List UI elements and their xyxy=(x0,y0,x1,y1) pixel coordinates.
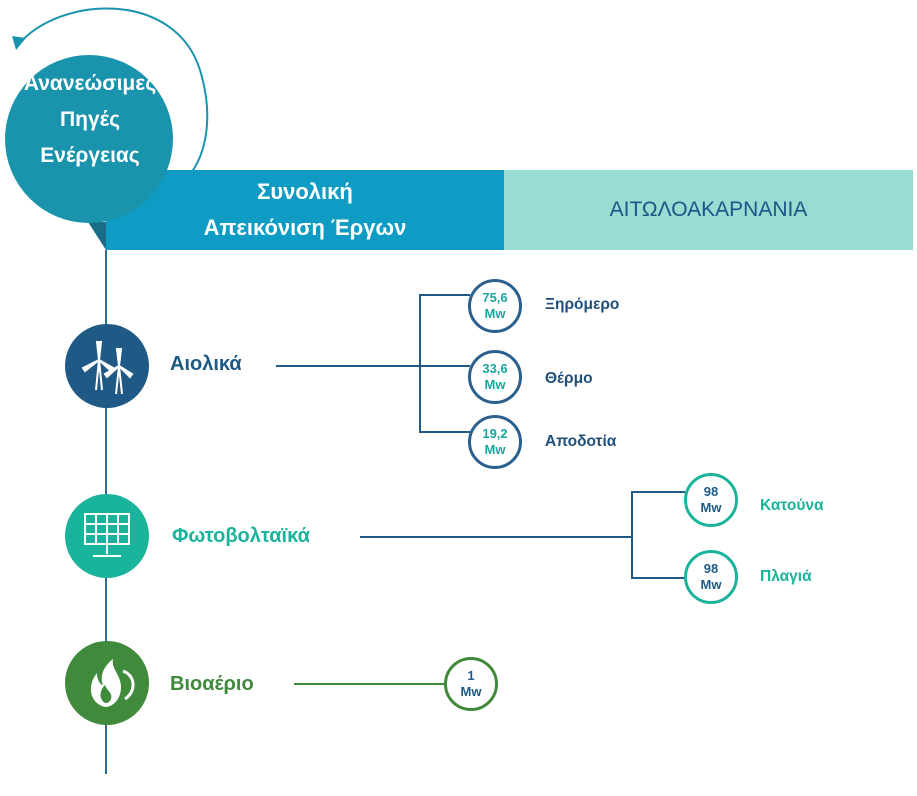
page-title: Συνολική Απεικόνιση Έργων xyxy=(106,174,504,246)
badge-arc-arrowhead xyxy=(12,36,26,50)
mw-circle-thermo: 33,6 Mw xyxy=(468,350,522,404)
mw-circle-apodotia: 19,2 Mw xyxy=(468,415,522,469)
category-label-biogas: Βιοαέριο xyxy=(170,673,254,695)
mw-circle-biogas: 1 Mw xyxy=(444,657,498,711)
page-title-line-2: Απεικόνιση Έργων xyxy=(203,215,407,240)
flame-leaf-icon xyxy=(65,641,149,725)
badge-line-1: Ανανεώσιμες xyxy=(23,72,157,95)
mw-value: 33,6 xyxy=(482,361,508,376)
mw-circle-plagia: 98 Mw xyxy=(684,550,738,604)
region-banner xyxy=(504,170,913,250)
badge-line-2: Πηγές xyxy=(59,108,121,131)
mw-unit: Mw xyxy=(484,442,506,457)
mw-unit: Mw xyxy=(460,684,482,699)
mw-unit: Mw xyxy=(700,500,722,515)
site-apodotia: Αποδοτία xyxy=(545,433,617,450)
category-label-solar: Φωτοβολταϊκά xyxy=(172,525,310,547)
badge-title: Ανανεώσιμες Πηγές Ενέργειας xyxy=(5,66,175,174)
mw-value: 98 xyxy=(703,484,719,499)
region-label: ΑΙΤΩΛΟΑΚΑΡΝΑΝΙΑ xyxy=(609,198,808,221)
title-banner xyxy=(106,170,504,250)
mw-unit: Mw xyxy=(484,377,506,392)
badge-line-3: Ενέργειας xyxy=(40,144,140,167)
mw-unit: Mw xyxy=(484,306,506,321)
mw-value: 98 xyxy=(703,561,719,576)
mw-circle-katouna: 98 Mw xyxy=(684,473,738,527)
mw-value: 1 xyxy=(467,668,475,683)
page-title-line-1: Συνολική xyxy=(257,179,353,204)
badge-tail xyxy=(88,222,106,250)
mw-value: 75,6 xyxy=(482,290,508,305)
site-xiromero: Ξηρόμερο xyxy=(545,296,620,313)
wind-turbine-icon xyxy=(65,324,149,408)
mw-circle-xiromero: 75,6 Mw xyxy=(468,279,522,333)
mw-unit: Mw xyxy=(700,577,722,592)
site-plagia: Πλαγιά xyxy=(760,568,812,585)
badge-circle xyxy=(5,55,173,223)
site-thermo: Θέρμο xyxy=(545,370,593,387)
site-katouna: Κατούνα xyxy=(760,497,824,514)
mw-value: 19,2 xyxy=(482,426,508,441)
badge-arc xyxy=(17,7,209,181)
category-label-wind: Αιολικά xyxy=(170,353,242,375)
solar-panel-icon xyxy=(65,494,149,578)
